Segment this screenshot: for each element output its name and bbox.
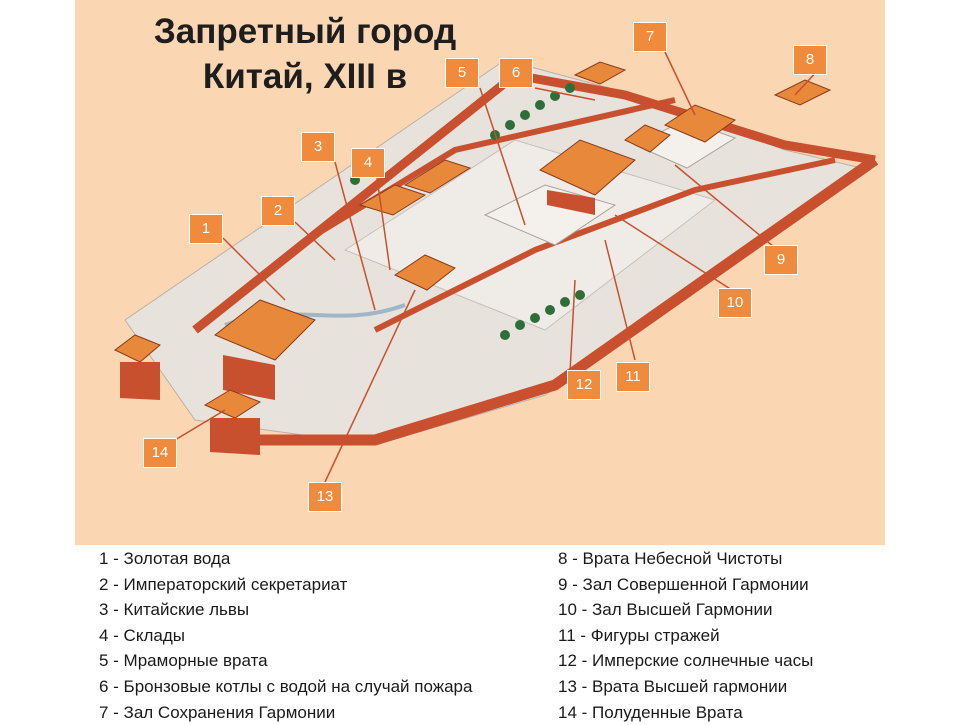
legend-item-5: 5 - Мраморные врата (99, 651, 268, 671)
callout-13: 13 (308, 482, 342, 512)
callout-leaders (174, 51, 821, 483)
north-wall (192, 70, 876, 334)
inner-wall-north (313, 97, 676, 238)
legend-item-4: 4 - Склады (99, 625, 185, 645)
south-wall (245, 155, 879, 446)
gate-supreme-harmony-roof (393, 254, 456, 291)
callout-3: 3 (301, 132, 335, 162)
hall-preserving-harmony-roof (663, 104, 737, 143)
legend-item-10: 10 - Зал Высшей Гармонии (558, 600, 773, 620)
legend-item-9: 9 - Зал Совершенной Гармонии (558, 574, 809, 594)
title-line-1: Запретный город (153, 12, 457, 51)
hall-supreme-harmony-wall (547, 190, 595, 215)
storehouse-roof (403, 159, 472, 194)
meridian-gate-roof (214, 299, 316, 361)
legend-item-12: 12 - Имперские солнечные часы (558, 651, 814, 671)
legend-left: 1 - Золотая вода 2 - Императорский секре… (99, 546, 472, 725)
legend-item-7: 7 - Зал Сохранения Гармонии (99, 702, 336, 722)
hall-supreme-harmony-roof (539, 139, 636, 196)
legend-item-2: 2 - Императорский секретариат (99, 574, 348, 594)
callout-8: 8 (793, 45, 827, 75)
legend-item-1: 1 - Золотая вода (99, 549, 231, 568)
callout-6: 6 (499, 58, 533, 88)
legend-item-6: 6 - Бронзовые котлы с водой на случай по… (99, 676, 473, 696)
callout-11: 11 (616, 362, 650, 392)
legend-item-14: 14 - Полуденные Врата (558, 702, 743, 722)
legend-item-13: 13 - Врата Высшей гармонии (558, 676, 788, 696)
palace-drawing (114, 51, 879, 483)
legend-right: 8 - Врата Небесной Чистоты 9 - Зал Совер… (558, 546, 813, 725)
callout-5: 5 (445, 58, 479, 88)
inner-court (343, 139, 717, 331)
title-line-2: Китай, XIII в (202, 57, 408, 96)
legend-item-8: 8 - Врата Небесной Чистоты (558, 549, 783, 568)
corner-tower-west (114, 334, 161, 363)
callout-4: 4 (351, 148, 385, 178)
forbidden-city-illustration: Запретный город Китай, XIII в 1 2 3 4 5 … (75, 0, 885, 545)
callout-1: 1 (189, 214, 223, 244)
meridian-gate-wall (223, 355, 275, 400)
hall-complete-harmony-roof (624, 124, 671, 153)
callout-10: 10 (718, 288, 752, 318)
north-gate-roof (573, 61, 627, 85)
callout-9: 9 (764, 245, 798, 275)
callout-7: 7 (633, 22, 667, 52)
callout-12: 12 (567, 370, 601, 400)
callout-2: 2 (261, 196, 295, 226)
legend-item-3: 3 - Китайские львы (99, 600, 250, 620)
corner-tower-south (203, 389, 262, 419)
corner-tower-west-wall (120, 362, 160, 400)
callout-14: 14 (143, 438, 177, 468)
inner-wall-south (373, 157, 836, 333)
legend-item-11: 11 - Фигуры стражей (558, 625, 720, 645)
gate-heavenly-purity-roof (773, 79, 832, 106)
corner-tower-south-wall (210, 418, 260, 455)
